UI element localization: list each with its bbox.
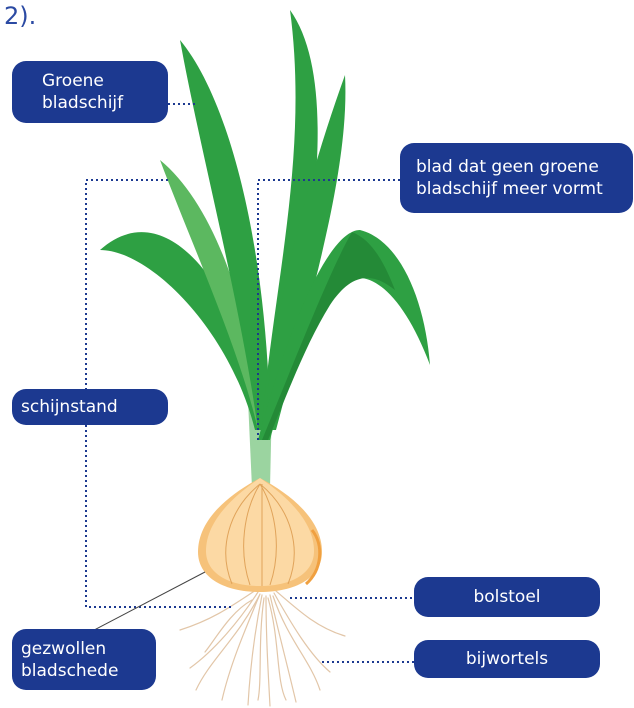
leader-schijnstand — [86, 180, 170, 410]
label-groene-line1: Groene — [42, 70, 123, 92]
header-text: 2). — [4, 2, 36, 30]
label-bolstoel-text: bolstoel — [473, 586, 540, 608]
label-schijnstand-text: schijnstand — [21, 396, 118, 418]
label-gezwollen-line1: gezwollen — [21, 638, 118, 660]
label-groene-line2: bladschijf — [42, 92, 123, 114]
label-blad-geen-groene-bladschijf: blad dat geen groene bladschijf meer vor… — [400, 143, 633, 213]
label-groene-bladschijf: Groene bladschijf — [12, 61, 168, 123]
bulb-illustration — [198, 478, 322, 592]
label-blad-line1: blad dat geen groene — [416, 156, 603, 178]
label-schijnstand: schijnstand — [12, 389, 168, 425]
label-bolstoel: bolstoel — [414, 577, 600, 617]
label-bijwortels: bijwortels — [414, 640, 600, 678]
label-bijwortels-text: bijwortels — [466, 648, 548, 670]
label-gezwollen-line2: bladschede — [21, 660, 118, 682]
label-gezwollen-bladschede: gezwollen bladschede — [12, 629, 156, 690]
label-blad-line2: bladschijf meer vormt — [416, 178, 603, 200]
